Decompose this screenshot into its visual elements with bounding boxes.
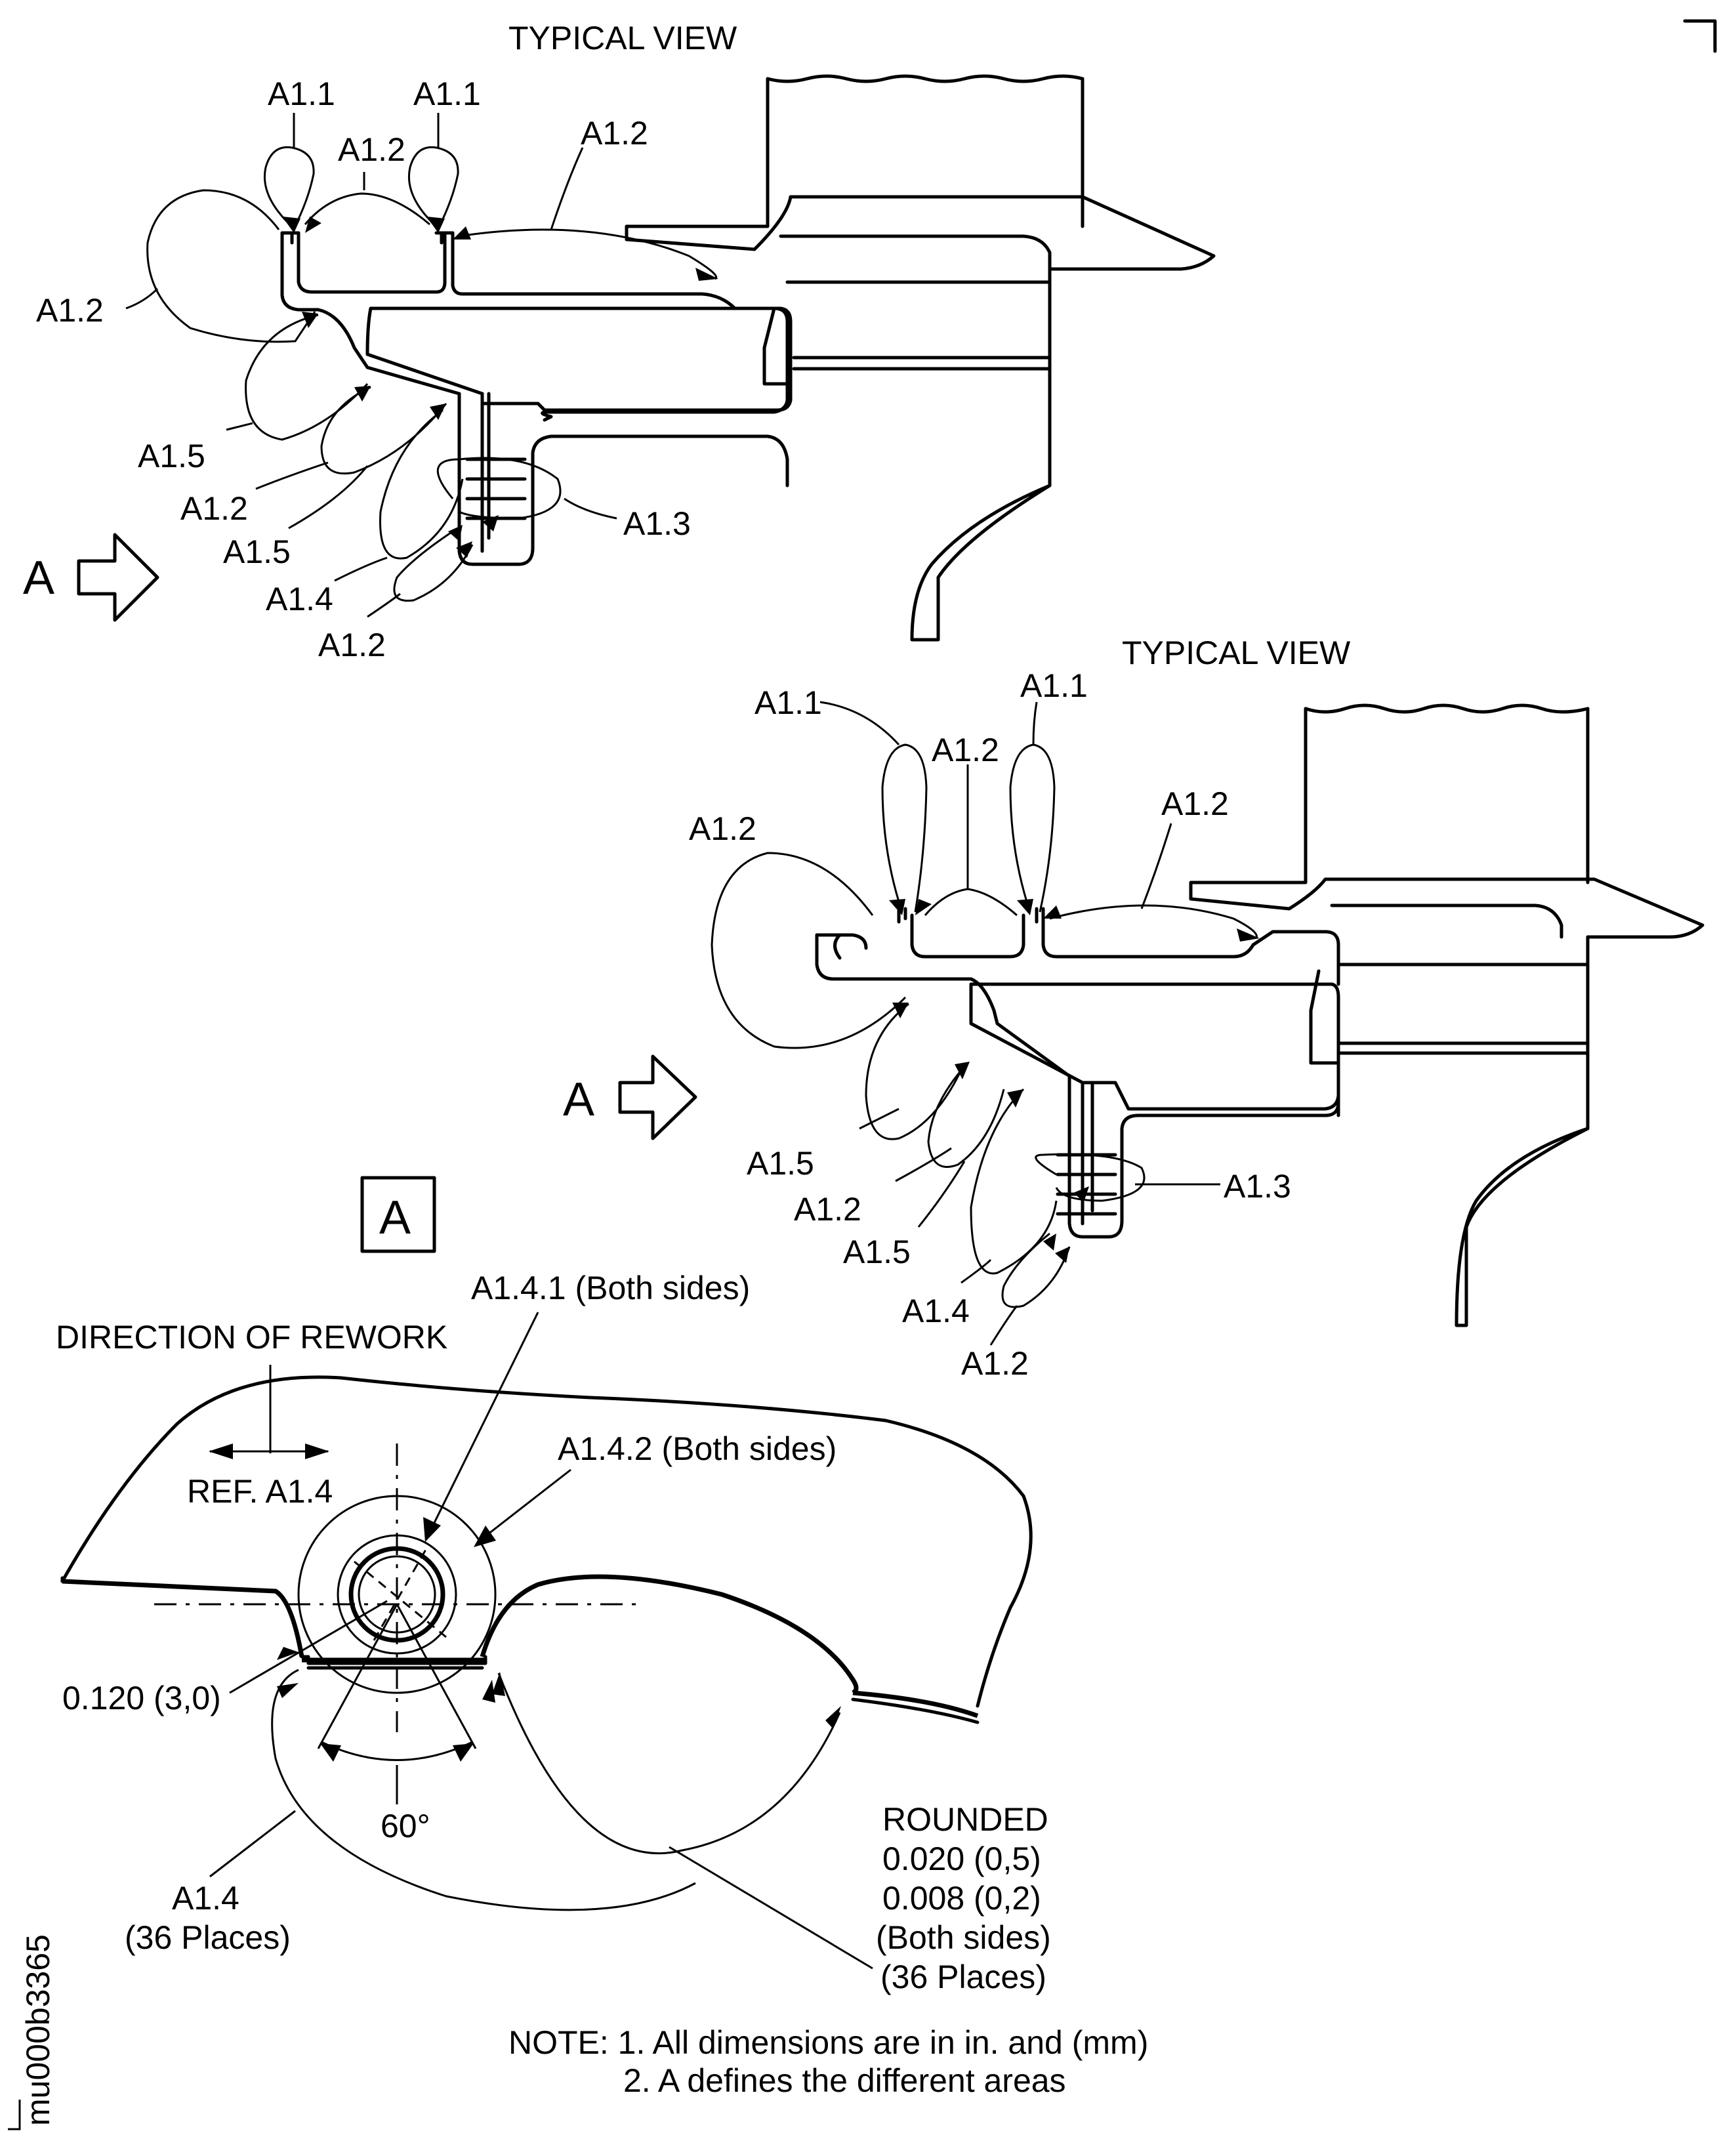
mid-label-a15-b: A1.5 — [843, 1234, 911, 1270]
top-view-arrow-icon — [77, 533, 159, 622]
ref-label: REF. A1.4 — [187, 1473, 333, 1510]
mid-disk-outline — [815, 703, 1705, 1327]
detail-a-direction: DIRECTION OF REWORK REF. A1.4 — [56, 1319, 447, 1510]
mid-label-a14: A1.4 — [902, 1293, 970, 1329]
drawing-id-text: mu000b3365 — [20, 1934, 56, 2126]
top-label-a12-b: A1.2 — [180, 490, 248, 527]
detail-a-callouts: A1.4.1 (Both sides) A1.4.2 (Both sides) — [423, 1270, 837, 1547]
top-label-a11-right: A1.1 — [413, 75, 481, 112]
top-arrowheads — [282, 217, 718, 558]
radius-label: 0.120 (3,0) — [62, 1680, 221, 1716]
top-label-a13: A1.3 — [623, 505, 691, 542]
angle-label: 60° — [381, 1808, 430, 1844]
rounded-line-2: 0.020 (0,5) — [882, 1840, 1041, 1877]
detail-a-rounded: ROUNDED 0.020 (0,5) 0.008 (0,2) (Both si… — [876, 1801, 1051, 1995]
top-label-a15-a: A1.5 — [138, 438, 205, 474]
rounded-line-4: (Both sides) — [876, 1919, 1051, 1956]
top-leaders — [125, 113, 617, 618]
note-line-1: NOTE: 1. All dimensions are in in. and (… — [508, 2024, 1148, 2061]
drawing-id: mu000b3365 — [8, 1934, 56, 2130]
mid-view-arrow-icon — [618, 1054, 697, 1140]
mid-label-a12-mid: A1.2 — [932, 732, 999, 768]
mid-label-a11-right: A1.1 — [1020, 667, 1088, 704]
mid-view-title: TYPICAL VIEW — [1122, 634, 1351, 671]
rounded-line-5: (36 Places) — [880, 1959, 1046, 1995]
top-view-title: TYPICAL VIEW — [508, 20, 737, 56]
top-label-a15-b: A1.5 — [223, 533, 291, 570]
top-label-a12-left: A1.2 — [36, 292, 104, 329]
mid-arrowheads — [889, 899, 1260, 1263]
mid-labels: A1.1 A1.1 A1.2 A1.2 A1.2 A1.5 A1.2 A1.5 … — [689, 667, 1291, 1382]
top-label-a12-mid: A1.2 — [338, 131, 405, 168]
corner-mark — [1683, 19, 1717, 53]
top-label-a12-top: A1.2 — [581, 115, 648, 152]
rounded-line-1: ROUNDED — [882, 1801, 1048, 1838]
detail-a-radius: 0.120 (3,0) — [62, 1600, 495, 1716]
detail-a-angle: 60° — [317, 1604, 477, 1844]
rounded-line-3: 0.008 (0,2) — [882, 1880, 1041, 1917]
a141-label: A1.4.1 (Both sides) — [471, 1270, 750, 1306]
direction-label: DIRECTION OF REWORK — [56, 1319, 447, 1356]
top-disk-outline — [280, 74, 1216, 642]
top-view-arrow-letter: A — [23, 552, 54, 604]
top-view-arrow: A — [23, 533, 159, 622]
detail-a-box — [360, 1176, 436, 1253]
mid-label-a12-top: A1.2 — [1161, 785, 1229, 822]
mid-label-a13: A1.3 — [1224, 1168, 1291, 1205]
mid-view-arrow-letter: A — [563, 1073, 594, 1126]
mid-typical-view: TYPICAL VIEW — [563, 634, 1705, 1382]
top-typical-view: TYPICAL VIEW — [23, 20, 1216, 663]
mid-view-arrow: A — [563, 1054, 697, 1140]
mid-label-a12-b: A1.2 — [794, 1191, 861, 1228]
detail-a-a14-loops: A1.4 (36 Places) — [125, 1669, 873, 1970]
top-label-a14: A1.4 — [266, 581, 333, 617]
a14-name-label: A1.4 — [172, 1880, 239, 1917]
note-line-2: 2. A defines the different areas — [623, 2062, 1066, 2099]
mid-label-a15-a: A1.5 — [747, 1145, 814, 1182]
top-labels: A1.1 A1.1 A1.2 A1.2 A1.2 A1.5 A1.2 A1.5 … — [36, 75, 691, 663]
top-label-a11-left: A1.1 — [268, 75, 335, 112]
direction-arrow-left-icon — [209, 1443, 233, 1459]
mid-label-a11-left: A1.1 — [754, 684, 822, 721]
detail-a: A DIRECTION OF REWORK — [56, 1176, 1051, 1995]
a142-label: A1.4.2 (Both sides) — [558, 1430, 837, 1467]
direction-arrow-right-icon — [305, 1443, 329, 1459]
mid-leaders — [819, 701, 1220, 1346]
top-label-a12-c: A1.2 — [318, 627, 386, 663]
a14-places-label: (36 Places) — [125, 1919, 291, 1956]
notes: NOTE: 1. All dimensions are in in. and (… — [508, 2024, 1148, 2099]
mid-label-a12-c: A1.2 — [961, 1345, 1029, 1382]
top-callout-loops — [146, 146, 717, 602]
mid-label-a12-left: A1.2 — [689, 810, 756, 847]
detail-a-box-label: A — [379, 1192, 411, 1244]
detail-a-body — [60, 1375, 1033, 1724]
